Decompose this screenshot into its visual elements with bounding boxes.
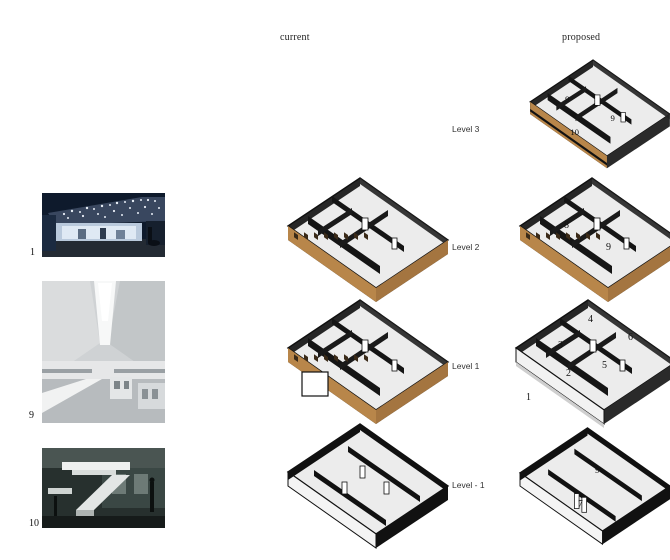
proposed-column-header: proposed [562,32,601,43]
current-column-header: current [280,32,310,43]
proposed-level-1-tag-5: 5 [602,360,607,371]
proposed-level-3-tag-9b: 9 [610,113,614,123]
atrium-photo [42,281,165,423]
level-minus-1-label: Level - 1 [452,480,485,490]
proposed-level-2-tag-9: 9 [606,242,611,253]
proposed-level-minus-1-model: 9 7 [518,424,670,550]
staircase-photo [42,448,165,528]
proposed-level-1-tag-3: 3 [558,340,563,351]
photo-number-10: 10 [29,518,39,529]
proposed-level-1-tag-6: 6 [628,332,633,343]
lobby-photo [42,193,165,257]
proposed-level-3-tag-10: 10 [570,127,579,137]
proposed-level-minus-1-tag-7: 7 [578,500,583,510]
level-1-label: Level 1 [452,361,480,371]
current-level-minus-1-model [286,423,450,550]
proposed-level-1-tag-2: 2 [566,368,571,379]
current-level-1-model [287,299,449,426]
proposed-level-3-tag-9a: 9 [565,94,569,104]
proposed-level-1-model: 4 6 3 2 5 1 [515,299,670,428]
proposed-level-1-tag-1: 1 [526,392,531,403]
level-2-label: Level 2 [452,242,480,252]
proposed-level-1-tag-4: 4 [588,314,593,325]
proposed-level-2-model: 8 9 [519,177,670,304]
level-3-label: Level 3 [452,124,480,134]
photo-number-1: 1 [30,247,35,258]
proposed-level-2-tag-8: 8 [564,220,569,231]
current-level-2-model [287,177,449,304]
proposed-level-3-model: 9 9 10 [520,59,670,170]
proposed-level-minus-1-tag-9: 9 [595,466,600,476]
photo-number-9: 9 [29,410,34,421]
